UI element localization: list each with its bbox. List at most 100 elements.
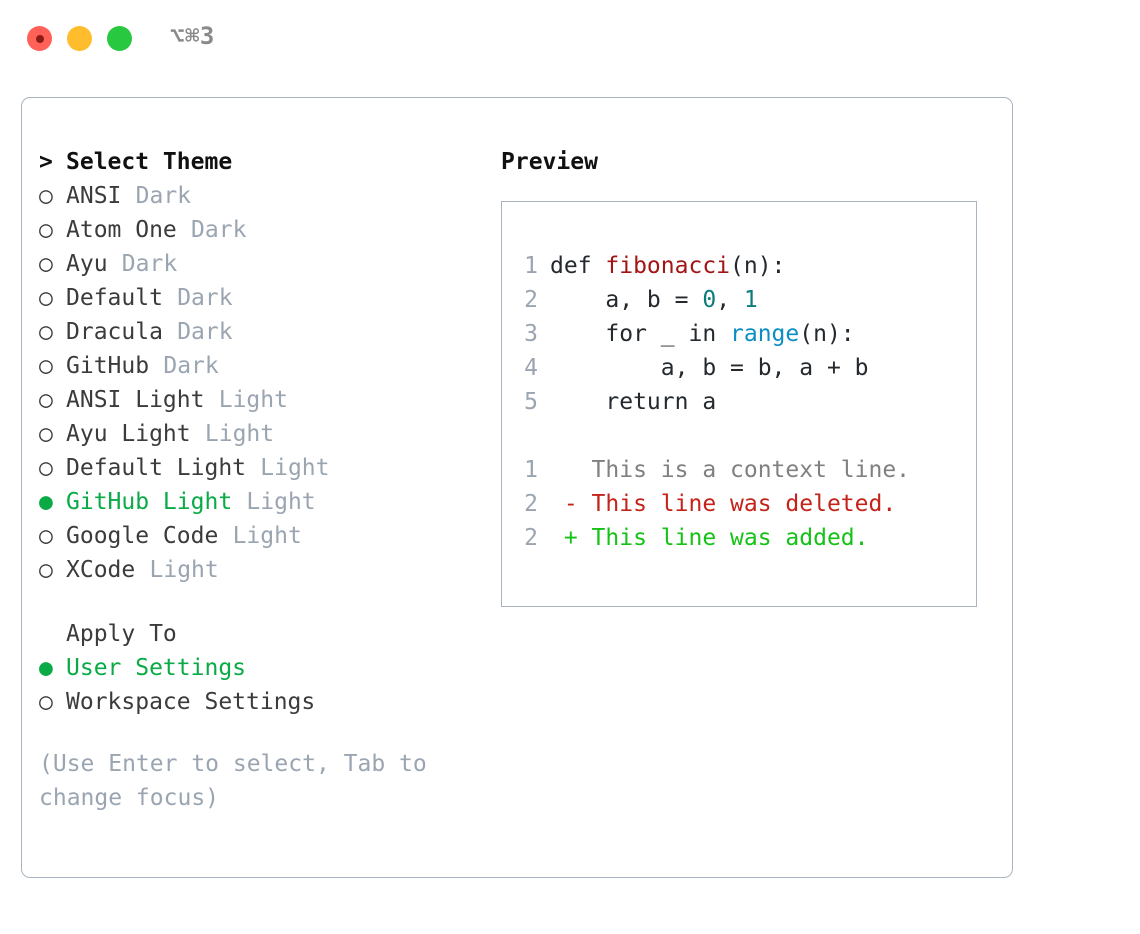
theme-variant-badge: Dark	[177, 319, 233, 345]
code-token-num: 0	[702, 287, 717, 313]
theme-name: ANSI Light	[66, 387, 205, 413]
theme-name: Ayu Light	[66, 421, 191, 447]
apply-to-option-label: Workspace Settings	[66, 689, 316, 715]
code-token-plain: for _ in	[550, 321, 731, 347]
theme-list-item[interactable]: ○ ANSI Dark	[39, 179, 499, 213]
theme-variant-badge: Dark	[191, 217, 247, 243]
theme-variant-badge: Light	[204, 421, 275, 447]
radio-unselected-icon: ○	[39, 217, 53, 243]
diff-line-text: - This line was deleted.	[550, 491, 897, 517]
radio-unselected-icon: ○	[39, 183, 53, 209]
theme-variant-badge: Light	[218, 387, 288, 413]
code-diff-separator	[502, 419, 976, 453]
code-token-plain: (n):	[799, 321, 855, 347]
line-number: 5	[524, 389, 538, 415]
diff-sample: 1 This is a context line.2 - This line w…	[502, 453, 976, 555]
line-number: 1	[524, 457, 538, 483]
radio-selected-icon: ●	[39, 655, 53, 681]
code-text: def fibonacci(n):	[550, 249, 785, 283]
apply-to-option[interactable]: ○ Workspace Settings	[39, 685, 499, 719]
code-token-plain: ,	[716, 287, 744, 313]
line-number: 2	[524, 287, 538, 313]
theme-name: ANSI	[66, 183, 122, 209]
preview-title: Preview	[501, 149, 598, 175]
radio-unselected-icon: ○	[39, 421, 53, 447]
line-number: 1	[524, 253, 538, 279]
radio-unselected-icon: ○	[39, 285, 53, 311]
theme-variant-badge: Light	[232, 523, 302, 549]
apply-to-option-label: User Settings	[66, 655, 247, 681]
theme-list-item[interactable]: ○ Dracula Dark	[39, 315, 499, 349]
code-line: 2 a, b = 0, 1	[502, 283, 976, 317]
theme-variant-badge: Light	[260, 455, 330, 481]
theme-name: Ayu	[66, 251, 108, 277]
radio-unselected-icon: ○	[39, 251, 53, 277]
theme-list-item[interactable]: ○ Ayu Light Light	[39, 417, 499, 451]
theme-picker-title: > Select Theme	[39, 145, 499, 179]
code-token-call: range	[730, 321, 800, 347]
theme-name: Google Code	[66, 523, 219, 549]
theme-variant-badge: Light	[246, 489, 316, 515]
line-number: 3	[524, 321, 538, 347]
code-text: a, b = 0, 1	[550, 283, 758, 317]
theme-list-item[interactable]: ○ GitHub Dark	[39, 349, 499, 383]
code-line: 4 a, b = b, a + b	[502, 351, 976, 385]
theme-variant-badge: Dark	[177, 285, 233, 311]
diff-line-context: 1 This is a context line.	[502, 453, 976, 487]
radio-unselected-icon: ○	[39, 689, 53, 715]
close-window-button[interactable]	[27, 26, 52, 51]
theme-variant-badge: Dark	[135, 183, 192, 209]
diff-line-text: + This line was added.	[550, 525, 869, 551]
theme-name: Dracula	[66, 319, 163, 345]
line-number: 4	[524, 355, 538, 381]
code-token-plain: def	[550, 253, 606, 279]
keyboard-hint-text: (Use Enter to select, Tab to change focu…	[39, 751, 427, 811]
theme-variant-badge: Dark	[163, 353, 219, 379]
maximize-window-button[interactable]	[107, 26, 132, 51]
code-text: a, b = b, a + b	[550, 351, 869, 385]
line-number: 2	[524, 525, 538, 551]
code-line: 5 return a	[502, 385, 976, 419]
theme-variant-badge: Light	[149, 557, 219, 583]
radio-unselected-icon: ○	[39, 353, 53, 379]
theme-name: Default	[66, 285, 163, 311]
title-bar: ⌥⌘3	[0, 0, 1140, 78]
radio-unselected-icon: ○	[39, 319, 53, 345]
code-line: 3 for _ in range(n):	[502, 317, 976, 351]
code-line: 1 def fibonacci(n):	[502, 249, 976, 283]
page-title: Select Theme	[66, 149, 233, 175]
theme-list-item[interactable]: ○ Ayu Dark	[39, 247, 499, 281]
code-text: for _ in range(n):	[550, 317, 855, 351]
theme-list-item[interactable]: ○ Atom One Dark	[39, 213, 499, 247]
minimize-window-button[interactable]	[67, 26, 92, 51]
code-token-plain: return a	[550, 389, 717, 415]
theme-list-item[interactable]: ○ Default Dark	[39, 281, 499, 315]
diff-line-text: This is a context line.	[550, 457, 911, 483]
code-token-num: 1	[743, 287, 758, 313]
keyboard-shortcut-label: ⌥⌘3	[170, 22, 215, 50]
apply-to-option[interactable]: ● User Settings	[39, 651, 499, 685]
diff-line-deleted: 2 - This line was deleted.	[502, 487, 976, 521]
traffic-light-group	[27, 26, 132, 51]
radio-selected-icon: ●	[39, 489, 53, 515]
apply-to-label: Apply To	[66, 621, 177, 647]
line-number: 2	[524, 491, 538, 517]
radio-unselected-icon: ○	[39, 455, 53, 481]
theme-name: XCode	[66, 557, 136, 583]
code-token-plain: a, b =	[550, 287, 703, 313]
theme-variant-badge: Dark	[121, 251, 178, 277]
apply-to-list: ● User Settings ○ Workspace Settings	[39, 651, 499, 719]
code-text: return a	[550, 385, 716, 419]
theme-name: GitHub	[66, 353, 150, 379]
theme-name: Atom One	[66, 217, 177, 243]
